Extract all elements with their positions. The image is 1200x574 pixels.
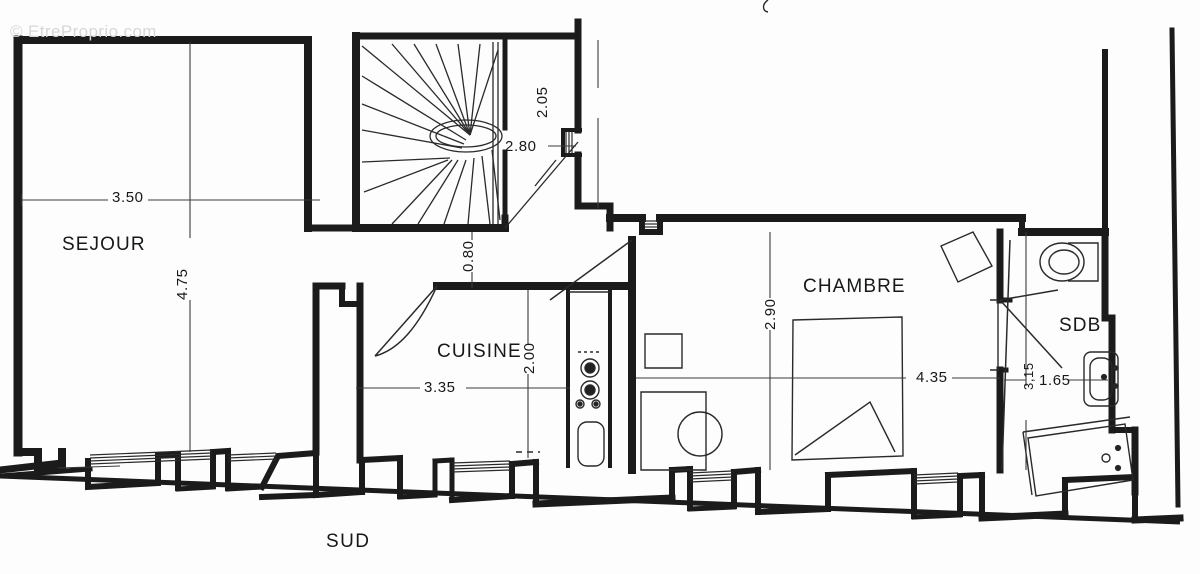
- dimension-stair-height: 2.05: [534, 86, 551, 118]
- nightstand: [940, 231, 993, 283]
- room-label-chambre: CHAMBRE: [803, 276, 906, 297]
- door-swings: [374, 239, 1063, 471]
- room-label-sdb: SDB: [1059, 315, 1102, 336]
- bed-coverlet: [794, 400, 896, 456]
- cropped-footer-marks: [28, 565, 208, 573]
- dimension-hall-width: 0.80: [460, 240, 477, 272]
- dimension-lines: [21, 40, 1108, 470]
- dimension-chambre-height: 2.90: [762, 298, 779, 330]
- wc-tank: [1068, 242, 1099, 282]
- dimension-sejour-height: 4.75: [174, 268, 191, 300]
- watermark: © EtreProprio.com: [10, 22, 157, 41]
- dimension-stair-width: 2.80: [505, 138, 537, 155]
- dimension-cuisine-height: 2.00: [521, 342, 538, 374]
- side-table: [644, 333, 683, 369]
- wardrobe: [990, 299, 999, 371]
- dimension-chambre-width: 4.35: [916, 369, 948, 386]
- washbasin: [1083, 351, 1119, 407]
- dimension-sdb-height: 3,15: [1021, 362, 1036, 390]
- dimension-cuisine-width: 3.35: [424, 379, 456, 396]
- room-label-sejour: SEJOUR: [62, 234, 146, 255]
- round-table: [677, 411, 723, 457]
- dimension-sejour-width: 3.50: [112, 189, 144, 206]
- bed: [791, 316, 904, 461]
- spiral-staircase: [361, 42, 579, 229]
- hall-cabinet: [640, 391, 707, 471]
- compass-direction-sud: SUD: [326, 531, 371, 552]
- furniture: [516, 231, 1134, 497]
- room-label-cuisine: CUISINE: [437, 341, 522, 362]
- bathtub: [1027, 423, 1134, 497]
- stray-pen-mark: [762, 0, 769, 13]
- dimension-sdb-width: 1.65: [1039, 372, 1071, 389]
- window-symbols: [89, 132, 959, 485]
- site-ground-line: [0, 473, 1181, 525]
